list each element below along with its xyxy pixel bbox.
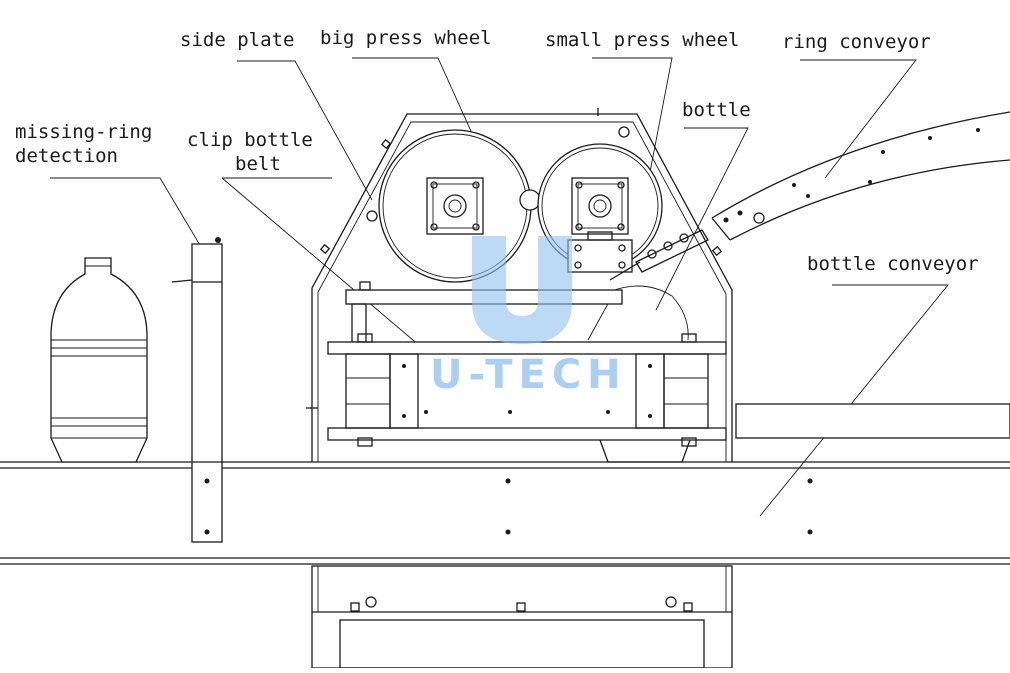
missing-ring-detection-post [171, 237, 223, 543]
label-bottle: bottle [682, 99, 751, 121]
machine-base [311, 565, 733, 669]
leader-lines [50, 57, 949, 517]
big-press-wheel [378, 129, 532, 283]
u-tech-watermark: U-TECH [430, 236, 627, 398]
clip-bottle-belt [327, 281, 727, 463]
ring-conveyor [609, 111, 1010, 281]
bottle-conveyor [0, 403, 1010, 565]
label-side-plate: side plate [180, 29, 294, 51]
label-clip-belt-line1: clip bottle [187, 129, 313, 151]
bottle-outline [587, 285, 689, 341]
label-small-press-wheel: small press wheel [545, 29, 739, 51]
label-big-press-wheel: big press wheel [320, 27, 492, 49]
label-missing-ring-line1: missing-ring [15, 121, 152, 143]
watermark-text: U-TECH [430, 352, 627, 398]
label-clip-belt-line2: belt [235, 153, 281, 175]
side-plate-housing [306, 108, 733, 462]
label-bottle-conveyor: bottle conveyor [807, 253, 979, 275]
label-ring-conveyor: ring conveyor [782, 31, 931, 53]
label-missing-ring-line2: detection [15, 145, 118, 167]
bottle-on-conveyor [50, 257, 148, 463]
